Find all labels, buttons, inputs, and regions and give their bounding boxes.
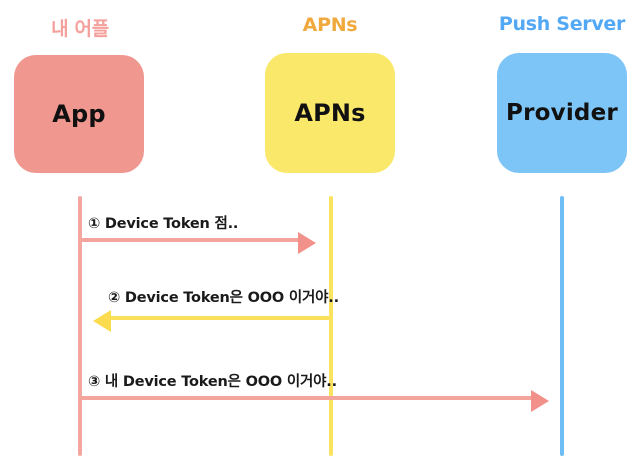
actor-box-apns: APNs	[265, 53, 395, 173]
message-2-label: ② Device Token은 OOO 이거야..	[108, 290, 339, 306]
message-1-arrowhead-icon	[298, 232, 316, 254]
actor-box-provider-label: Provider	[506, 100, 618, 126]
message-2-arrowhead-icon	[93, 310, 111, 332]
actor-box-apns-label: APNs	[294, 99, 366, 127]
message-3-label: ③ 내 Device Token은 OOO 이거야..	[88, 374, 337, 390]
message-3-arrowhead-icon	[531, 390, 549, 412]
message-1-line	[79, 238, 301, 242]
message-3-line	[79, 396, 534, 400]
message-1-label: ① Device Token 점..	[88, 216, 239, 232]
actor-box-app: App	[14, 55, 144, 173]
lifeline-app	[78, 196, 82, 456]
lifeline-provider	[560, 196, 564, 456]
actor-box-provider: Provider	[497, 53, 627, 173]
column-header-push-server: Push Server	[498, 13, 626, 35]
column-header-apns: APNs	[302, 14, 358, 36]
column-header-app: 내 어플	[51, 18, 109, 40]
message-2-line	[110, 316, 330, 320]
lifeline-apns	[329, 196, 333, 456]
actor-box-app-label: App	[52, 100, 106, 128]
